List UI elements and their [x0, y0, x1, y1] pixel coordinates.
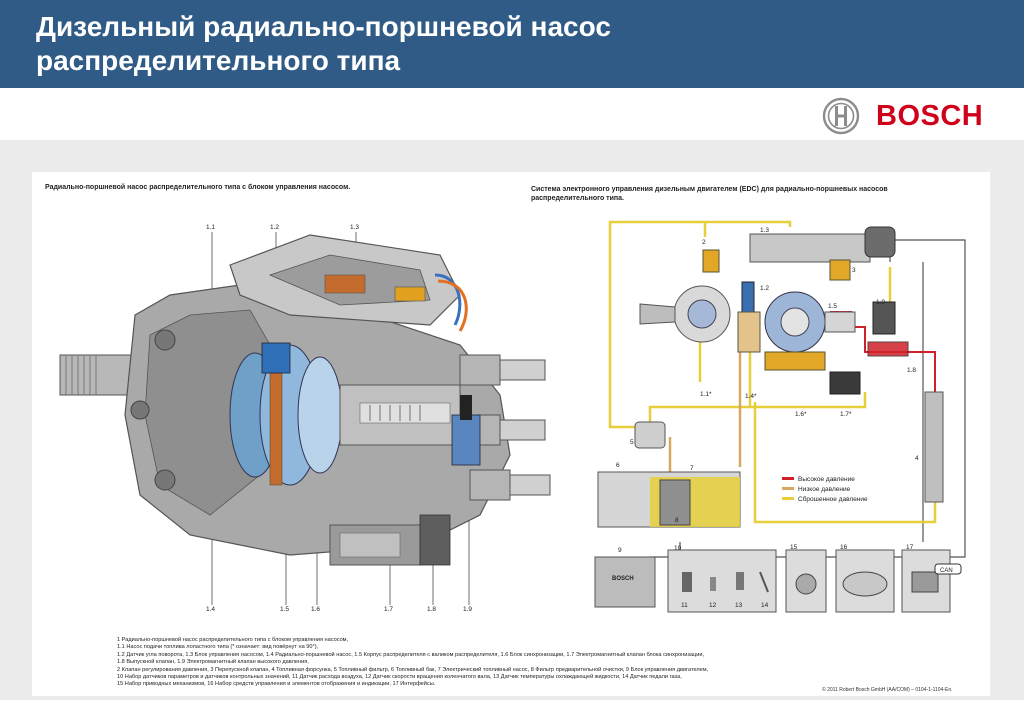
page-title-line2: распределительного типа — [36, 45, 401, 76]
label-can: CAN — [940, 568, 953, 574]
label-12: 12 — [709, 602, 717, 609]
label-5: 5 — [630, 439, 634, 446]
page-title-line1: Дизельный радиально-поршневой насос — [36, 11, 611, 42]
label-1-4r: 1.4* — [745, 393, 757, 400]
label-1-6: 1.6 — [311, 606, 320, 613]
low-pressure-lines — [668, 327, 742, 484]
bosch-logo: BOSCH — [822, 96, 992, 136]
label-1-9r: 1.9 — [876, 299, 885, 306]
right-diagram-caption-line1: Система электронного управления дизельны… — [531, 186, 888, 193]
label-2: 2 — [702, 239, 706, 246]
right-diagram-caption: Система электронного управления дизельны… — [531, 185, 888, 203]
label-1-5: 1.5 — [280, 606, 289, 613]
can-tag — [934, 563, 962, 575]
fuel-injector — [924, 391, 944, 503]
label-3: 3 — [852, 267, 856, 274]
title-bar — [0, 0, 1024, 88]
label-6: 6 — [616, 462, 620, 469]
label-1-3r: 1.3 — [760, 227, 769, 234]
schematic-hp-solenoid — [872, 301, 896, 335]
label-16: 16 — [840, 544, 848, 551]
label-1-7r: 1.7* — [840, 411, 852, 418]
solenoid-valve — [451, 414, 481, 466]
label-1-2: 1.2 — [270, 224, 279, 231]
description-line: 15 Набор приводных механизмов, 16 Набор … — [117, 681, 436, 688]
label-1-8r: 1.8 — [907, 367, 916, 374]
legend-swatch-low — [782, 487, 794, 490]
label-11: 11 — [681, 602, 688, 609]
description-line: 10 Набор датчиков параметров и датчиков … — [117, 674, 682, 681]
electric-fuel-pump — [659, 479, 691, 526]
label-9: 9 — [618, 547, 622, 554]
label-1-5r: 1.5 — [828, 303, 837, 310]
label-13: 13 — [735, 602, 743, 609]
bosch-logo-text: BOSCH — [876, 100, 984, 132]
label-1-3: 1.3 — [350, 224, 359, 231]
angle-sensor — [261, 342, 291, 374]
label-1-6r: 1.6* — [795, 411, 807, 418]
label-1-8: 1.8 — [427, 606, 436, 613]
label-8: 8 — [675, 517, 679, 524]
page-title: Дизельный радиально-поршневой насос расп… — [36, 10, 611, 78]
pressure-legend: Высокое давление Низкое давление Сброшен… — [782, 476, 868, 503]
fuel-filter — [634, 421, 666, 449]
schematic-timing-unit — [764, 351, 826, 371]
description-line: 1.1 Насос подачи топлива лопастного типа… — [117, 644, 319, 651]
copyright: © 2011 Robert Bosch GmbH (AA/COM) – 0104… — [822, 687, 953, 693]
label-1-1: 1.1 — [206, 224, 215, 231]
right-diagram-caption-line2: распределительного типа. — [531, 195, 624, 202]
left-diagram-caption: Радиально-поршневой насос распределитель… — [45, 184, 351, 191]
legend-label-low: Низкое давление — [798, 486, 851, 493]
schematic-control-unit — [749, 233, 871, 263]
bosch-armature-icon — [822, 97, 860, 135]
legend-label-return: Сброшенное давление — [798, 495, 868, 503]
description-line: 2 Клапан регулирования давления, 3 Переп… — [117, 666, 709, 673]
overflow-valve — [829, 259, 851, 281]
legend-swatch-high — [782, 477, 794, 480]
label-14: 14 — [761, 602, 769, 609]
legend-label-high: Высокое давление — [798, 476, 855, 483]
legend-swatch-return — [782, 497, 794, 500]
label-10: 10 — [674, 545, 682, 552]
label-17: 17 — [906, 544, 914, 551]
description-line: 1 Радиально-поршневой насос распределите… — [117, 637, 349, 643]
left-diagram-labels: 1.1 1.2 1.3 1.4 1.5 1.6 1.7 1.8 1.9 — [206, 224, 472, 613]
label-4: 4 — [915, 455, 919, 462]
ecu-logo-text: BOSCH — [612, 576, 634, 582]
description-line: 1.8 Выпускной клапан, 1.9 Электромагнитн… — [117, 659, 309, 666]
label-1-2r: 1.2 — [760, 285, 769, 292]
label-1-1r: 1.1* — [700, 391, 712, 398]
label-1-7: 1.7 — [384, 606, 393, 613]
label-15: 15 — [790, 544, 798, 551]
legend-description: 1 Радиально-поршневой насос распределите… — [117, 637, 817, 689]
schematic-angle-sensor — [741, 281, 755, 313]
engine-ecu — [594, 556, 656, 608]
label-1-4: 1.4 — [206, 606, 215, 613]
label-7: 7 — [690, 465, 694, 472]
pump-cutaway-illustration: 1.1 1.2 1.3 1.4 1.5 1.6 1.7 1.8 1.9 — [59, 224, 551, 613]
edc-system-schematic: Высокое давление Низкое давление Сброшен… — [594, 220, 966, 613]
right-diagram-labels: 2 1.3 3 1.2 1.5 1.9 1.8 1.1* 1.4* 1.6* 1… — [616, 227, 953, 609]
label-1-9: 1.9 — [463, 606, 472, 613]
description-line: 1.2 Датчик угла поворота, 1.3 Блок управ… — [117, 651, 705, 658]
drive-shaft — [59, 354, 141, 396]
pressure-regulating-valve — [702, 249, 720, 273]
